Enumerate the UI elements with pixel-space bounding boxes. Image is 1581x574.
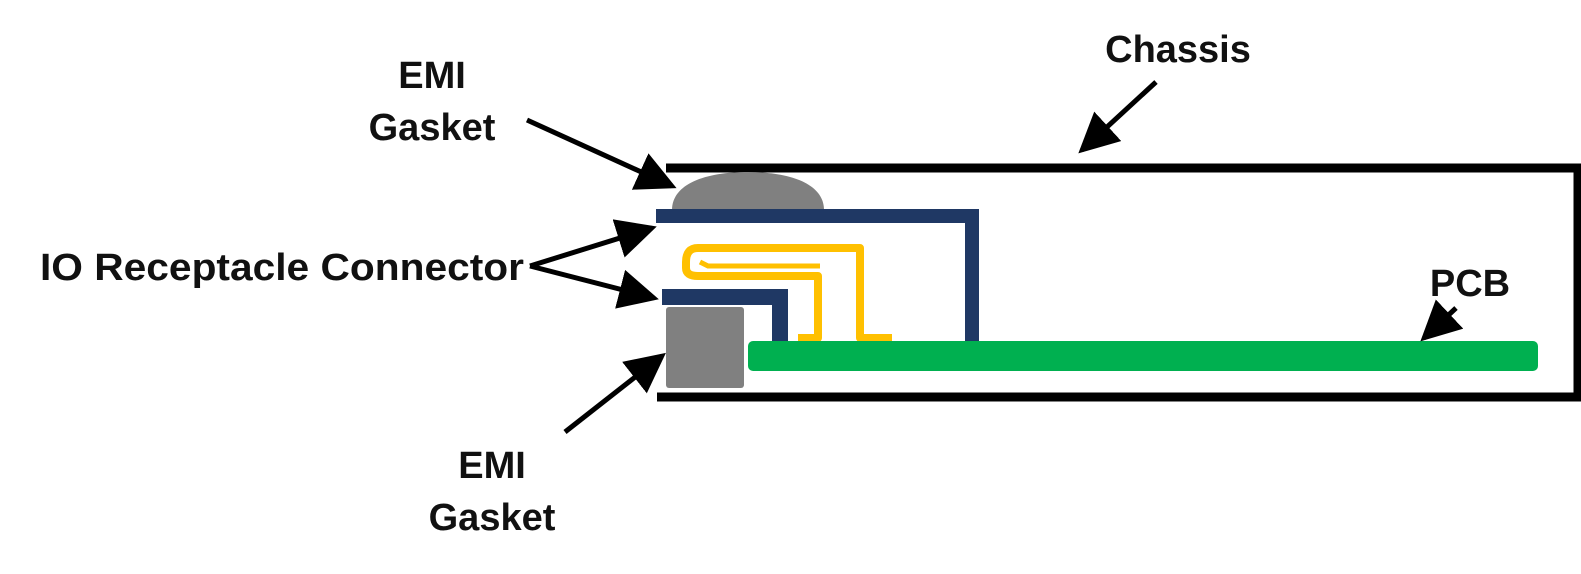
contact-pin-lower bbox=[698, 259, 820, 269]
pcb-board bbox=[748, 341, 1538, 371]
label-emi-gasket-top-line2: Gasket bbox=[369, 107, 496, 149]
arrow-chassis bbox=[1078, 80, 1158, 154]
arrow-pcb bbox=[1420, 299, 1464, 342]
contact-pin-upper bbox=[682, 244, 892, 342]
label-io-receptacle-connector: IO Receptacle Connector bbox=[40, 247, 524, 289]
label-emi-gasket-bottom-line2: Gasket bbox=[429, 497, 556, 539]
connector-shell-outer bbox=[656, 209, 979, 342]
arrow-emi-gasket-bottom bbox=[563, 352, 666, 434]
arrow-emi-gasket-top bbox=[525, 117, 677, 190]
emi-gasket-bottom bbox=[666, 307, 744, 388]
label-pcb: PCB bbox=[1430, 263, 1510, 305]
arrow-connector-inner bbox=[529, 263, 659, 309]
label-emi-gasket-top-line1: EMI bbox=[398, 55, 466, 97]
emi-gasket-top bbox=[672, 172, 824, 210]
connector-shell-inner bbox=[662, 289, 788, 342]
label-emi-gasket-bottom-line1: EMI bbox=[458, 445, 526, 487]
label-chassis: Chassis bbox=[1105, 29, 1251, 71]
arrow-connector-outer bbox=[529, 219, 657, 269]
